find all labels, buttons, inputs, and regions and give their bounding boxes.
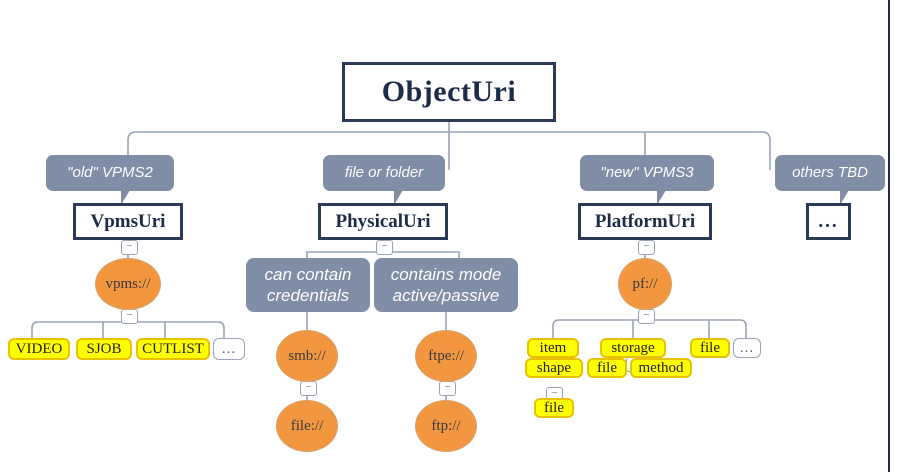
leaf-file-level2[interactable]: file (587, 358, 627, 378)
leaf-label-shape: shape (536, 359, 572, 376)
leaf-video[interactable]: VIDEO (8, 338, 70, 360)
leaf-label-file-l3: file (544, 399, 564, 416)
collapse-toggle-ftpe-scheme[interactable]: − (439, 381, 456, 396)
leaf-method[interactable]: method (630, 358, 692, 378)
ellipse-label-file: file:// (290, 417, 324, 434)
leaf-label-cutlist: CUTLIST (142, 340, 204, 357)
class-node-physicaluri[interactable]: PhysicalUri (318, 203, 448, 240)
class-node-vpmsuri[interactable]: VpmsUri (73, 203, 183, 240)
leaf-file-level3[interactable]: file (534, 398, 574, 418)
callout-tail-icon (840, 190, 849, 205)
note-file-or-folder[interactable]: file or folder (323, 155, 445, 205)
class-label-vpmsuri: VpmsUri (90, 210, 166, 232)
class-label-others: ... (818, 210, 839, 232)
class-node-platformuri[interactable]: PlatformUri (578, 203, 712, 240)
collapse-toggle-smb-scheme[interactable]: − (300, 381, 317, 396)
ellipse-vpms-scheme[interactable]: vpms:// (95, 258, 161, 310)
leaf-label-video: VIDEO (15, 340, 63, 357)
leaf-label-pf-more: ... (739, 339, 755, 356)
collapse-toggle-vpmsuri[interactable]: − (121, 240, 138, 255)
leaf-label-vpms-more: ... (221, 340, 237, 357)
collapse-toggle-vpms-scheme[interactable]: − (121, 309, 138, 324)
root-node-objecturi[interactable]: ObjectUri (342, 62, 556, 122)
ellipse-label-vpms: vpms:// (105, 275, 151, 292)
note-old-label: "old" VPMS2 (67, 163, 153, 181)
leaf-file-level1[interactable]: file (690, 338, 730, 358)
callout-tail-icon (394, 190, 403, 205)
leaf-cutlist[interactable]: CUTLIST (136, 338, 210, 360)
note-old-vpms2[interactable]: "old" VPMS2 (46, 155, 174, 205)
collapse-toggle-platformuri[interactable]: − (638, 240, 655, 255)
note-contains-mode[interactable]: contains mode active/passive (374, 258, 518, 312)
root-label: ObjectUri (381, 75, 517, 108)
ellipse-label-pf: pf:// (632, 275, 658, 292)
note-can-contain-credentials[interactable]: can contain credentials (246, 258, 370, 312)
leaf-shape[interactable]: shape (525, 358, 583, 378)
ellipse-file-scheme[interactable]: file:// (276, 400, 338, 452)
leaf-storage[interactable]: storage (600, 338, 666, 358)
note-mode-line2: active/passive (392, 286, 500, 305)
ellipse-label-ftpe: ftpe:// (428, 347, 464, 364)
ellipse-smb-scheme[interactable]: smb:// (276, 330, 338, 382)
ellipse-label-smb: smb:// (288, 347, 326, 364)
note-credentials-line2: credentials (266, 286, 350, 305)
class-node-others[interactable]: ... (806, 203, 851, 240)
leaf-label-storage: storage (611, 339, 655, 356)
leaf-sjob[interactable]: SJOB (76, 338, 132, 360)
callout-tail-icon (657, 190, 666, 205)
note-new-label: "new" VPMS3 (600, 163, 694, 181)
callout-tail-icon (121, 190, 130, 205)
note-others-tbd[interactable]: others TBD (775, 155, 885, 205)
collapse-toggle-physicaluri[interactable]: − (376, 240, 393, 255)
leaf-label-item: item (539, 339, 567, 356)
ellipse-ftpe-scheme[interactable]: ftpe:// (415, 330, 477, 382)
frame-rule-right (888, 0, 890, 472)
note-mode-line1: contains mode (390, 264, 502, 284)
leaf-pf-more[interactable]: ... (733, 338, 761, 358)
class-label-platformuri: PlatformUri (594, 210, 696, 232)
class-label-physicaluri: PhysicalUri (335, 210, 431, 232)
note-others-label: others TBD (792, 163, 868, 181)
leaf-label-method: method (638, 359, 684, 376)
note-fileorfolder-label: file or folder (344, 163, 424, 181)
note-credentials-line1: can contain (264, 264, 352, 284)
leaf-label-file-l1: file (700, 339, 720, 356)
leaf-label-sjob: SJOB (86, 340, 122, 357)
collapse-toggle-pf-scheme[interactable]: − (638, 309, 655, 324)
leaf-item[interactable]: item (527, 338, 579, 358)
leaf-vpms-more[interactable]: ... (213, 338, 245, 360)
ellipse-label-ftp: ftp:// (431, 417, 461, 434)
ellipse-ftp-scheme[interactable]: ftp:// (415, 400, 477, 452)
ellipse-pf-scheme[interactable]: pf:// (618, 258, 672, 310)
leaf-label-file-l2: file (597, 359, 617, 376)
note-new-vpms3[interactable]: "new" VPMS3 (580, 155, 714, 205)
